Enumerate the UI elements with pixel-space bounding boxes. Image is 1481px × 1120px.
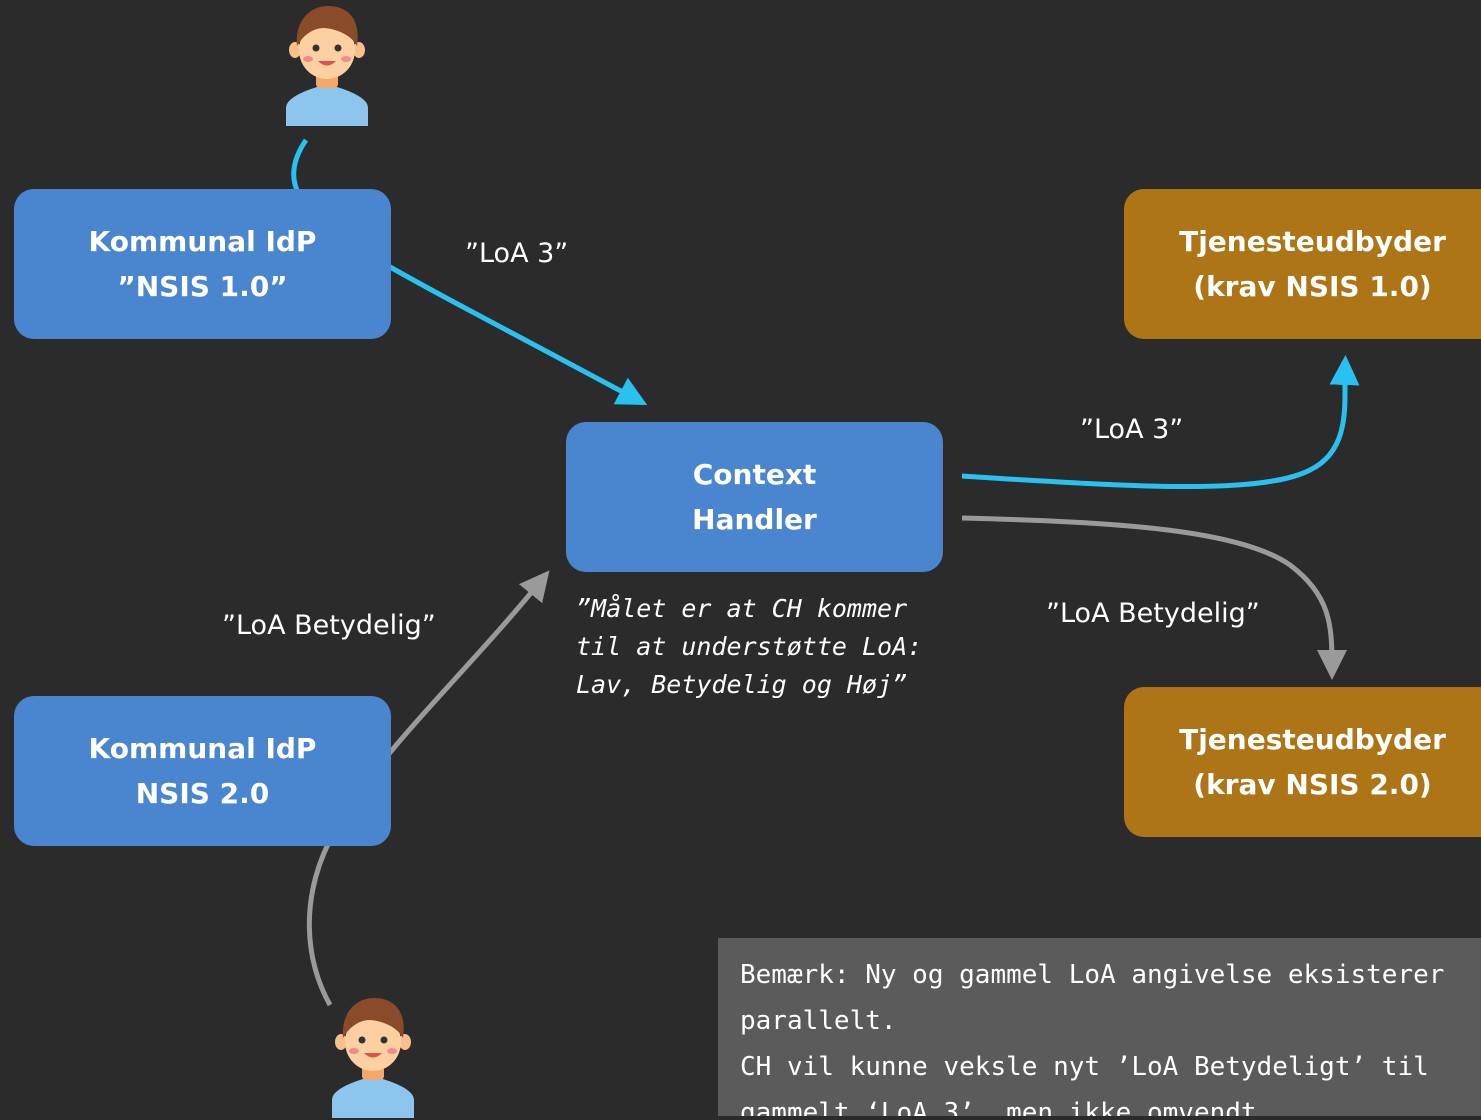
- arrow-context-handler-to-provider-nsis1: [961, 355, 1360, 490]
- user-avatar-icon: [332, 998, 414, 1118]
- provider-nsis1-title: Tjenesteudbyder: [1179, 225, 1446, 258]
- arrow-context-handler-to-provider-nsis2: [961, 515, 1347, 680]
- quote-line: Lav, Betydelig og Høj”: [576, 670, 908, 699]
- context-handler-title-line1: Context: [692, 458, 817, 491]
- quote-line: ”Målet er at CH kommer: [576, 594, 908, 623]
- idp-nsis1-version: ”NSIS 1.0”: [117, 270, 288, 303]
- quote-line: til at understøtte LoA:: [576, 632, 923, 661]
- user-avatar-icon: [286, 6, 368, 126]
- provider-nsis1-requirement: (krav NSIS 1.0): [1193, 270, 1432, 303]
- note-line: Bemærk: Ny og gammel LoA angivelse eksis…: [740, 960, 1445, 990]
- edge-label-betydelig-out: ”LoA Betydelig”: [1046, 598, 1260, 629]
- idp-nsis2-title: Kommunal IdP: [88, 732, 317, 765]
- provider-nsis1-box: Tjenesteudbyder (krav NSIS 1.0): [1124, 189, 1481, 339]
- idp-nsis1-box: Kommunal IdP ”NSIS 1.0”: [14, 189, 391, 339]
- provider-nsis2-requirement: (krav NSIS 2.0): [1193, 768, 1432, 801]
- context-handler-title-line2: Handler: [692, 503, 817, 536]
- note-box: Bemærk: Ny og gammel LoA angivelse eksis…: [718, 938, 1481, 1116]
- provider-nsis2-title: Tjenesteudbyder: [1179, 723, 1446, 756]
- provider-nsis2-box: Tjenesteudbyder (krav NSIS 2.0): [1124, 687, 1481, 837]
- edge-label-loa3-out: ”LoA 3”: [1080, 414, 1184, 445]
- note-line: CH vil kunne veksle nyt ’LoA Betydeligt’…: [740, 1052, 1429, 1082]
- idp-nsis2-box: Kommunal IdP NSIS 2.0: [14, 696, 391, 846]
- context-handler-goal-quote: ”Målet er at CH kommer til at understøtt…: [576, 590, 922, 704]
- note-line: parallelt.: [740, 1006, 897, 1036]
- edge-label-betydelig-in: ”LoA Betydelig”: [222, 610, 436, 641]
- idp-nsis2-version: NSIS 2.0: [135, 777, 270, 810]
- note-line: gammelt ‘LoA 3’, men ikke omvendt: [740, 1098, 1257, 1116]
- context-handler-box: Context Handler: [566, 422, 943, 572]
- idp-nsis1-title: Kommunal IdP: [88, 225, 317, 258]
- edge-label-loa3-in: ”LoA 3”: [465, 238, 569, 269]
